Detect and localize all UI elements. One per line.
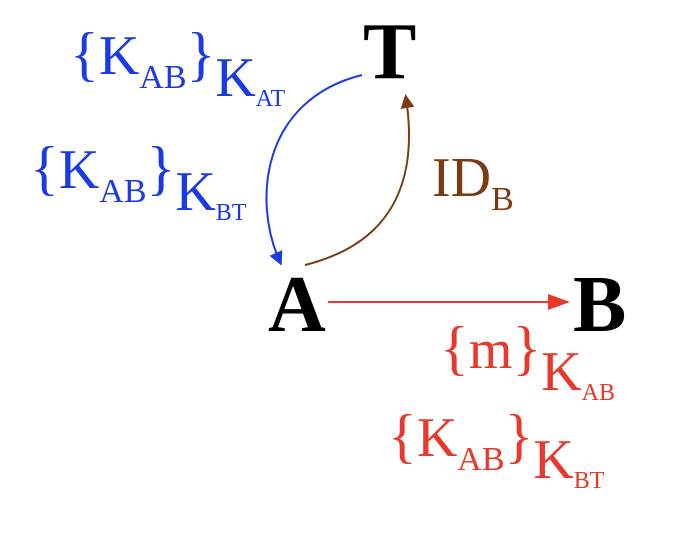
open-brace: {: [70, 21, 99, 87]
node-t: T: [363, 8, 417, 96]
label-sub: B: [491, 181, 514, 218]
open-brace: {: [440, 315, 469, 381]
edge-a-to-b-label-2: {KAB}KBT: [388, 403, 604, 493]
key-base: K: [541, 341, 582, 403]
close-brace: }: [146, 135, 176, 201]
node-b: B: [573, 261, 627, 349]
key-base: K: [533, 429, 574, 491]
label-base: K: [416, 407, 458, 469]
label-sub: AB: [99, 173, 147, 210]
close-brace: }: [504, 403, 534, 469]
edge-a-to-t-arrow: [304, 94, 415, 266]
key-base: K: [175, 161, 216, 223]
open-brace: {: [388, 403, 417, 469]
edge-t-to-a-label-1: {KAB}KAT: [70, 21, 285, 111]
edge-a-to-b-label-1: {m}KAB: [440, 315, 615, 405]
node-a: A: [268, 261, 326, 349]
key-base: K: [215, 47, 256, 109]
key-sub: AB: [581, 380, 615, 406]
key-sub: BT: [573, 468, 605, 494]
open-brace: {: [30, 135, 59, 201]
key-sub: AT: [255, 86, 286, 112]
close-brace: }: [512, 315, 542, 381]
key-sub: BT: [215, 200, 247, 226]
edge-t-to-a-label-2: {KAB}KBT: [30, 135, 246, 225]
edge-t-to-a-arrow: [265, 74, 363, 266]
label-base: K: [98, 25, 140, 87]
label-sub: AB: [457, 441, 505, 478]
close-brace: }: [186, 21, 216, 87]
label-sub: AB: [139, 59, 187, 96]
label-base: K: [58, 139, 100, 201]
label-base: ID: [432, 147, 492, 209]
edge-a-to-t-label: IDB: [432, 147, 514, 217]
label-base: m: [468, 319, 513, 381]
